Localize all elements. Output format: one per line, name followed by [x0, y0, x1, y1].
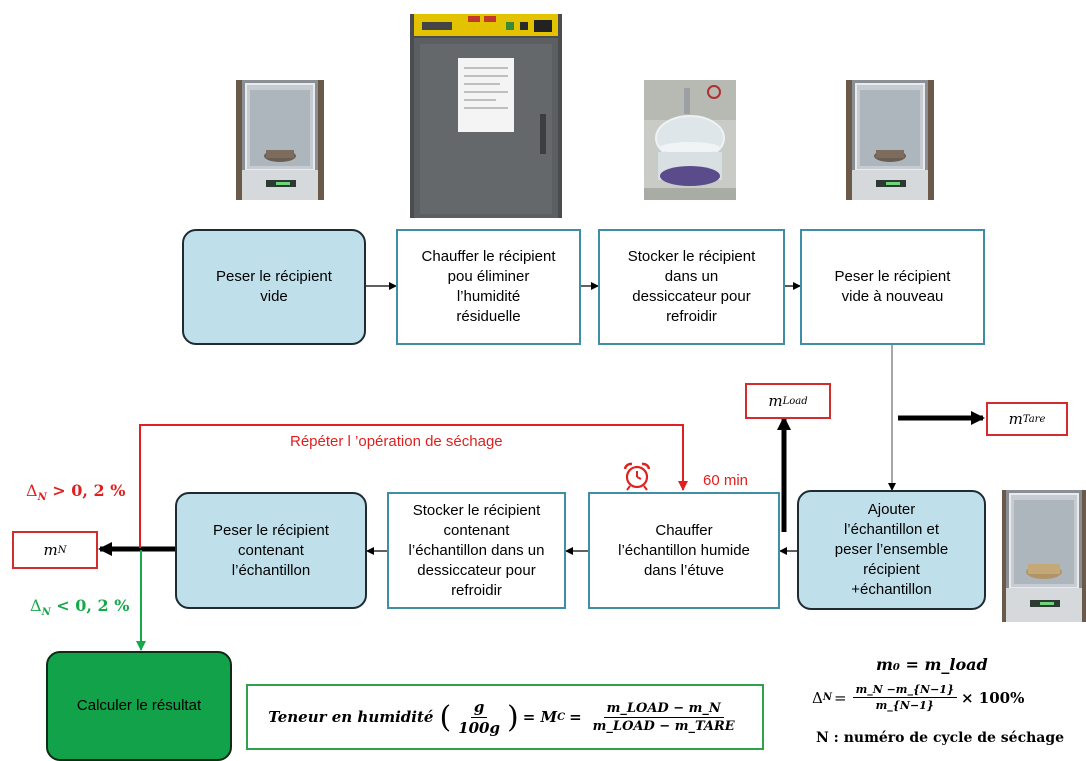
step-text-line: pou éliminer [447, 268, 530, 285]
step-text-line: refroidir [666, 308, 717, 325]
step-compute-result: Calculer le résultat [46, 651, 232, 761]
step-weigh-empty-label: Peser le récipient vide [216, 268, 332, 305]
step-text-line: contenant [238, 541, 304, 559]
step-text-line: dans un [664, 268, 719, 285]
step-weigh-empty: Peser le récipient vide [182, 229, 366, 345]
step-text-line: Peser le récipient [834, 268, 951, 285]
step-weigh-empty-again: Peser le récipient vide à nouveau [800, 229, 985, 345]
step-text-line: l’échantillon humide [618, 541, 750, 559]
step-text-line: Ajouter [867, 501, 916, 518]
delta-fraction: m_N −m_{N−1} m_{N−1} [852, 683, 958, 712]
delta-sub: N [41, 607, 51, 618]
m-n-sub: N [57, 544, 67, 556]
cycle-note: N : numéro de cycle de séchage [816, 730, 1065, 746]
delta-lhs-sub: N [822, 692, 832, 703]
step-text-line: résiduelle [456, 308, 521, 325]
delta-symbol: Δ [30, 596, 42, 615]
balance-with-sample-photo [1002, 490, 1086, 622]
delta-symbol: Δ [26, 481, 38, 500]
step-text-line: Chauffer [655, 521, 713, 539]
step-store-sample: Stocker le récipient contenant l’échanti… [387, 492, 566, 609]
delta-den: m_{N−1} [875, 699, 934, 712]
step-text-line: +échantillon [851, 581, 932, 598]
step-text-line: l’échantillon dans un [408, 541, 545, 559]
step-add-sample: Ajouter l’échantillon et peser l’ensembl… [797, 490, 986, 610]
m-tare-base: m [1008, 410, 1023, 428]
equals-mc: = M [522, 708, 558, 726]
delta-greater-condition: ΔN > 0, 2 % [26, 481, 125, 503]
mc-sub: C [557, 711, 566, 723]
step-compute-label: Calculer le résultat [76, 697, 202, 714]
step-store-container: Stocker le récipient dans un dessiccateu… [598, 229, 785, 345]
step-text-line: Stocker le récipient [412, 501, 541, 519]
unit-num: g [470, 698, 488, 718]
delta-rhs: × 100% [961, 688, 1025, 707]
step-text-line: dans l’étuve [643, 561, 725, 579]
step-text-line: dessiccateur pour [417, 561, 536, 579]
balance-photo [236, 80, 324, 200]
step-text-line: Peser le récipient [213, 521, 329, 539]
step-heat-container: Chauffer le récipient pou éliminer l’hum… [396, 229, 581, 345]
step-text-line: refroidir [451, 581, 502, 599]
step-text-line: peser l’ensemble [834, 541, 949, 558]
balance-photo [846, 80, 934, 200]
step-text-line: l’échantillon [231, 561, 311, 579]
repeat-drying-label: Répéter l ’opération de séchage [290, 433, 503, 450]
unit-den: 100g [458, 718, 500, 737]
step-text-line: Chauffer le récipient [421, 248, 556, 265]
step-text-line: vide à nouveau [841, 288, 944, 305]
m-load-base: m [768, 392, 783, 410]
m-tare-sub: Tare [1022, 413, 1046, 425]
main-fraction: m_LOAD − m_N m_LOAD − m_TARE [590, 701, 738, 734]
step-weigh-sample: Peser le récipient contenant l’échantill… [175, 492, 367, 609]
step-text-line: Stocker le récipient [627, 248, 756, 265]
oven-photo [410, 14, 562, 218]
alarm-clock-icon [623, 462, 651, 491]
delta-sub: N [37, 492, 47, 503]
delta-lt-text: < 0, 2 % [56, 596, 130, 615]
desiccator-photo [644, 80, 736, 200]
m-n-base: m [43, 541, 58, 559]
m-load-sub: Load [782, 395, 808, 407]
m0-equation: m₀ = m_load [876, 655, 988, 674]
step-text-line: contenant [443, 521, 510, 539]
main-den: m_LOAD − m_TARE [592, 718, 735, 734]
moisture-lhs: Teneur en humidité [268, 708, 434, 726]
step-text-line: l’humidité [456, 288, 521, 305]
unit-fraction: g 100g [455, 698, 503, 737]
delta-less-condition: ΔN < 0, 2 % [30, 596, 129, 618]
delta-gt-text: > 0, 2 % [52, 481, 126, 500]
repeat-loop-line [139, 424, 688, 548]
step-heat-sample: Chauffer l’échantillon humide dans l’étu… [588, 492, 780, 609]
step-text-line: récipient [863, 561, 920, 578]
delta-lhs: Δ [812, 688, 823, 707]
main-num: m_LOAD − m_N [603, 701, 724, 718]
delta-num: m_N −m_{N−1} [852, 683, 958, 698]
duration-label: 60 min [703, 472, 749, 489]
step-text-line: l’échantillon et [843, 521, 940, 538]
step-text-line: dessiccateur pour [632, 288, 751, 305]
